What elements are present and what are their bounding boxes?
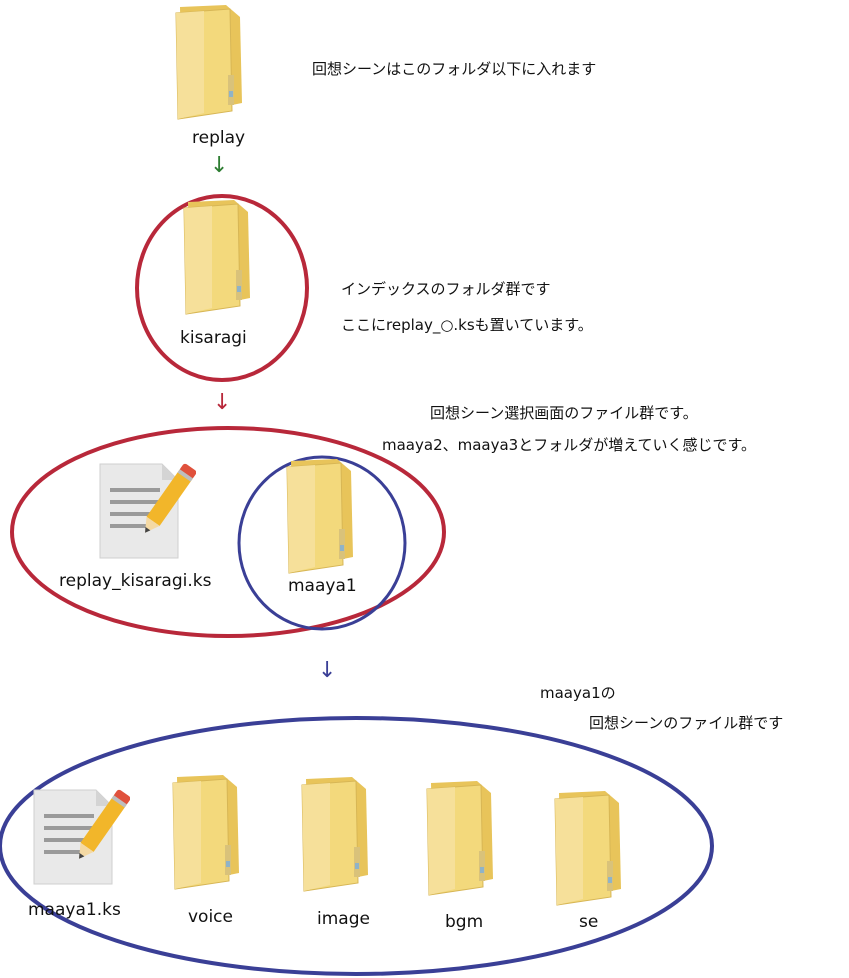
scene-note-line1: maaya1の: [540, 684, 616, 702]
scene-note-line2: 回想シーンのファイル群です: [589, 714, 784, 732]
bgm-folder-label: bgm: [445, 912, 484, 932]
image-folder-label: image: [317, 909, 370, 929]
scene-ring: [0, 716, 714, 976]
maaya1-ring: [237, 455, 407, 631]
kisaragi-folder-icon[interactable]: [178, 198, 264, 316]
replay-note: 回想シーンはこのフォルダ以下に入れます: [312, 60, 597, 78]
kisaragi-ring: [135, 194, 309, 382]
index-note-line1: インデックスのフォルダ群です: [341, 280, 551, 298]
image-folder-icon[interactable]: [296, 775, 382, 893]
se-folder-label: se: [579, 912, 599, 932]
replay-folder-label: replay: [192, 128, 246, 148]
se-folder-icon[interactable]: [549, 789, 635, 907]
maaya1-script-file-icon[interactable]: [30, 784, 130, 888]
replay-folder-icon[interactable]: [170, 3, 256, 121]
selection-note-line1: 回想シーン選択画面のファイル群です。: [430, 404, 698, 422]
selection-note-line2: maaya2、maaya3とフォルダが増えていく感じです。: [382, 436, 756, 454]
kisaragi-folder-label: kisaragi: [180, 328, 247, 348]
voice-folder-label: voice: [188, 907, 233, 927]
arrow-down-icon: ↓: [318, 658, 337, 683]
maaya1-folder-label: maaya1: [288, 576, 357, 596]
replay-kisaragi-file-label: replay_kisaragi.ks: [59, 571, 212, 591]
script-file-icon[interactable]: [96, 458, 196, 562]
selection-ring: [10, 426, 446, 638]
maaya1-folder-icon[interactable]: [281, 457, 367, 575]
bgm-folder-icon[interactable]: [421, 779, 507, 897]
index-note-line2: ここにreplay_○.ksも置いています。: [341, 316, 593, 334]
voice-folder-icon[interactable]: [167, 773, 253, 891]
arrow-down-icon: ↓: [213, 390, 232, 415]
maaya1-ks-file-label: maaya1.ks: [28, 900, 121, 920]
arrow-down-icon: ↓: [210, 153, 229, 178]
